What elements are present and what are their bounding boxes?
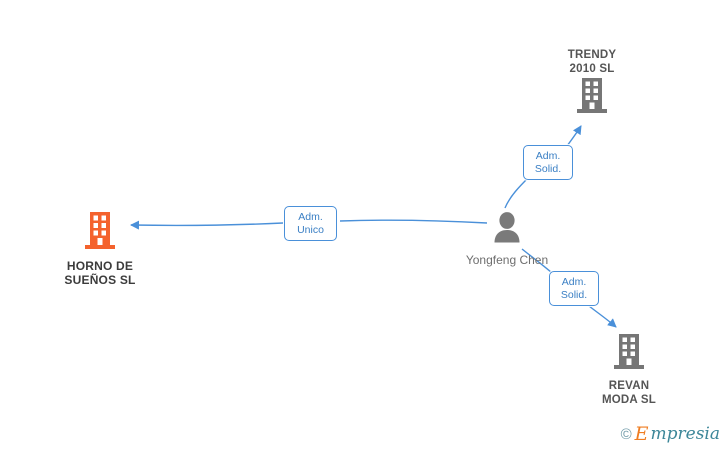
empresia-watermark: © E mpresia bbox=[621, 425, 720, 444]
edge-label-adm-unico[interactable]: Adm. Unico bbox=[284, 206, 337, 241]
copyright-icon: © bbox=[620, 426, 632, 443]
edge-label-adm-solid-revan[interactable]: Adm. Solid. bbox=[549, 271, 599, 306]
node-label-revan: REVAN MODA SL bbox=[602, 380, 656, 406]
node-horno-de-suenos-sl[interactable]: HORNO DE SUEÑOS SL bbox=[35, 210, 165, 287]
watermark-brand-initial: E bbox=[634, 423, 649, 445]
node-revan-moda-sl[interactable]: REVAN MODA SL bbox=[564, 332, 694, 407]
node-label-trendy: TRENDY 2010 SL bbox=[567, 49, 617, 75]
node-label-horno: HORNO DE SUEÑOS SL bbox=[64, 259, 136, 287]
edge-label-adm-solid-trendy[interactable]: Adm. Solid. bbox=[523, 145, 573, 180]
edge-person-to-trendy-lower bbox=[504, 177, 529, 209]
node-trendy-2010-sl[interactable]: TRENDY 2010 SL bbox=[527, 44, 657, 119]
node-label-person: Yongfeng Chen bbox=[465, 253, 549, 267]
edge-person-to-horno-right bbox=[339, 219, 488, 224]
watermark-brand-rest: mpresia bbox=[650, 424, 721, 444]
person-icon[interactable] bbox=[490, 211, 524, 249]
building-icon[interactable] bbox=[83, 210, 117, 255]
edge-person-to-revan-lower bbox=[588, 305, 617, 328]
edge-person-to-horno-left bbox=[130, 220, 284, 230]
building-icon[interactable] bbox=[612, 332, 646, 375]
node-person-yongfeng-chen[interactable]: Yongfeng Chen bbox=[442, 211, 572, 267]
building-icon[interactable] bbox=[575, 76, 609, 119]
